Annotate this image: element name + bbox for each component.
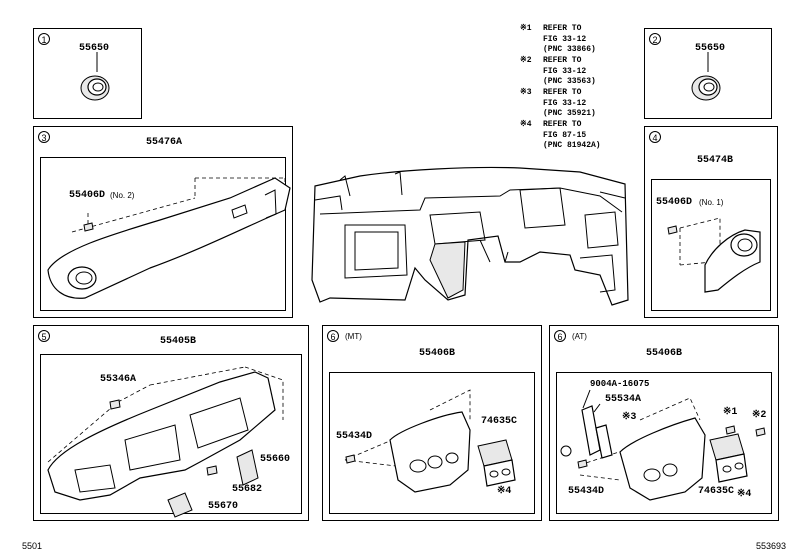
- ref-mark-2: ※2: [752, 410, 767, 421]
- callout-6: 6: [327, 330, 339, 342]
- panel-55474b-drawing[interactable]: [667, 217, 761, 293]
- ref-mark-4: ※4: [737, 489, 752, 500]
- panel-2: 2 55650: [644, 28, 772, 119]
- callout-6: 6: [554, 330, 566, 342]
- sub-part-label[interactable]: 55406D: [69, 190, 106, 201]
- panel-55476a-drawing[interactable]: [47, 177, 291, 299]
- register-55650-right[interactable]: [691, 52, 721, 101]
- register-55650-left[interactable]: [80, 52, 110, 101]
- note-2-mark: ※2: [520, 56, 532, 65]
- sub-part-label[interactable]: 55406D: [656, 197, 693, 208]
- panel-55405b-drawing[interactable]: [47, 366, 284, 518]
- part-label[interactable]: 55405B: [160, 336, 197, 347]
- inner-frame: [40, 354, 302, 514]
- note-1-line-2: FIG 33-12: [543, 34, 587, 44]
- note-3-mark: ※3: [520, 88, 532, 97]
- note-4-mark: ※4: [520, 120, 532, 129]
- part-label-9004a-16075[interactable]: 9004A-16075: [590, 379, 650, 389]
- footer-left-code: 5501: [22, 541, 43, 551]
- footer-right-code: 553693: [756, 541, 787, 551]
- part-label-55434d[interactable]: 55434D: [568, 486, 605, 497]
- variant-label: (AT): [572, 332, 587, 341]
- callout-4: 4: [649, 131, 661, 143]
- part-label-74635c[interactable]: 74635C: [698, 486, 735, 497]
- panel-55406b-at-drawing[interactable]: [560, 389, 766, 501]
- panel-4: 4 55474B 55406D (No. 1): [644, 126, 778, 318]
- panel-6-mt: 6 (MT) 55406B 55434D 74635C ※4: [322, 325, 542, 521]
- callout-1: 1: [38, 33, 50, 45]
- note-3-line-1: REFER TO: [543, 88, 582, 97]
- sub-part-note: (No. 1): [699, 198, 724, 207]
- callout-2: 2: [649, 33, 661, 45]
- note-1-line-3: (PNC 33866): [543, 45, 596, 54]
- part-label-55670[interactable]: 55670: [208, 501, 239, 512]
- part-label[interactable]: 55476A: [146, 137, 183, 148]
- part-label-55346a[interactable]: 55346A: [100, 374, 137, 385]
- note-1-line-1: REFER TO: [543, 24, 582, 33]
- panel-1: 1 55650: [33, 28, 142, 119]
- note-2-line-1: REFER TO: [543, 56, 582, 65]
- part-label-55660[interactable]: 55660: [260, 454, 291, 465]
- note-3-line-3: (PNC 35921): [543, 109, 596, 118]
- inner-frame: [651, 179, 771, 311]
- note-4-line-3: (PNC 81942A): [543, 141, 601, 150]
- inner-frame: [329, 372, 535, 514]
- panel-55406b-mt-drawing[interactable]: [344, 389, 516, 493]
- part-label-55434d[interactable]: 55434D: [336, 431, 373, 442]
- part-label-55534a[interactable]: 55534A: [605, 394, 642, 405]
- inner-frame: [556, 372, 772, 514]
- part-label-55682[interactable]: 55682: [232, 484, 263, 495]
- panel-5: 5 55405B 55346A 55660 55682 55670: [33, 325, 309, 521]
- note-3-line-2: FIG 33-12: [543, 98, 587, 108]
- panel-6-at: 6 (AT) 55406B 9004A-16075 55534A ※3 ※1 ※…: [549, 325, 779, 521]
- variant-label: (MT): [345, 332, 362, 341]
- callout-3: 3: [38, 131, 50, 143]
- ref-mark-1: ※1: [723, 407, 738, 418]
- ref-mark-3: ※3: [622, 412, 637, 423]
- note-2-line-3: (PNC 33563): [543, 77, 596, 86]
- part-label-74635c[interactable]: 74635C: [481, 416, 518, 427]
- sub-part-note: (No. 2): [110, 191, 135, 200]
- part-label[interactable]: 55406B: [419, 348, 456, 359]
- panel-3: 3 55476A 55406D (No. 2): [33, 126, 293, 318]
- part-label[interactable]: 55474B: [697, 155, 734, 166]
- ref-mark-4: ※4: [497, 486, 512, 497]
- inner-frame: [40, 157, 286, 311]
- note-4-line-1: REFER TO: [543, 120, 582, 129]
- callout-5: 5: [38, 330, 50, 342]
- note-1-mark: ※1: [520, 24, 532, 33]
- note-2-line-2: FIG 33-12: [543, 66, 587, 76]
- part-label[interactable]: 55650: [695, 43, 726, 54]
- part-label[interactable]: 55406B: [646, 348, 683, 359]
- instrument-panel-assembly[interactable]: [311, 166, 629, 306]
- note-4-line-2: FIG 87-15: [543, 130, 587, 140]
- part-label[interactable]: 55650: [79, 43, 110, 54]
